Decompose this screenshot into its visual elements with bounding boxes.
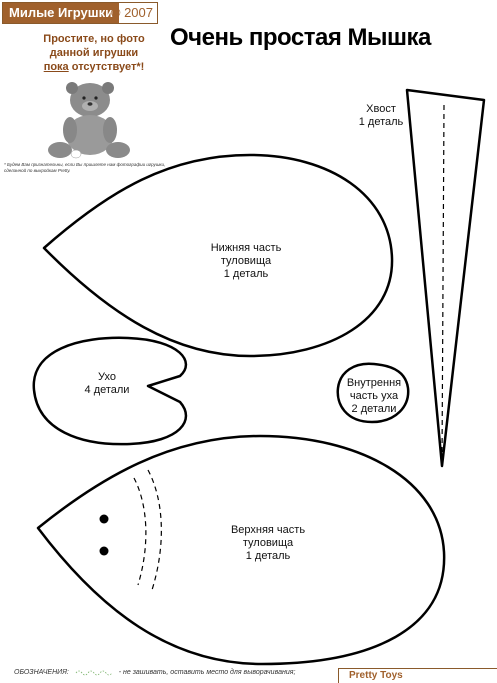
photo-credit-note: * Будем Вам признательны, если Вы пришле… [4,162,166,173]
lower-body-label: Нижняя часть туловища 1 деталь [196,242,296,281]
upper-body-sub: туловища [242,537,294,549]
teddy-bear-illustration [48,82,130,159]
legend-dotted-sample [75,670,113,676]
upper-body-label: Верхняя часть туловища 1 деталь [218,524,318,563]
no-photo-note: Простите, но фото данной игрушки пока от… [34,32,154,74]
ear-label: Ухо 4 детали [72,371,142,397]
ear-count: 4 детали [84,384,130,396]
lower-body-name: Нижняя часть [210,242,282,254]
no-photo-line3: пока отсутствует*! [34,60,154,74]
tail-piece [405,88,486,468]
lower-body-sub: туловища [220,255,272,267]
eye-dot-lower [99,546,109,556]
upper-body-piece [36,434,446,666]
ear-name: Ухо [98,371,116,383]
inner-ear-piece [336,362,410,424]
no-photo-line2: данной игрушки [49,47,139,59]
upper-body-count: 1 деталь [245,550,291,562]
inner-ear-label: Внутрення часть уха 2 детали [336,377,412,416]
brand-year: © 2007 [110,5,153,20]
legend-label: ОБОЗНАЧЕНИЯ: [14,669,69,676]
footer-brand: Pretty Toys [338,668,497,683]
ear-piece [32,336,188,446]
inner-ear-sub: часть уха [349,390,399,402]
tail-label: Хвост 1 деталь [336,103,426,129]
ear-placement-line-inner [133,477,147,586]
no-photo-line1: Простите, но фото [43,33,145,45]
eye-dot-upper [99,514,109,524]
tail-count: 1 деталь [358,116,404,128]
upper-body-name: Верхняя часть [230,524,306,536]
lower-body-count: 1 деталь [223,268,269,280]
no-photo-line3-rest: отсутствует*! [68,61,145,73]
brand-name: Милые Игрушки [3,3,120,23]
legend-text: - не зашивать, оставить место для вывора… [118,669,296,676]
legend-footer: ОБОЗНАЧЕНИЯ: - не зашивать, оставить мес… [14,668,295,677]
tail-seam-line [441,104,445,461]
brand-badge: Милые Игрушки © 2007 [2,2,158,24]
inner-ear-count: 2 детали [351,403,397,415]
page-title: Очень простая Мышка [170,24,431,51]
no-photo-word-poka: пока [43,61,69,73]
inner-ear-name: Внутрення [346,377,402,389]
lower-body-piece [42,153,394,358]
ear-placement-line-outer [147,469,162,591]
tail-name: Хвост [366,103,396,115]
